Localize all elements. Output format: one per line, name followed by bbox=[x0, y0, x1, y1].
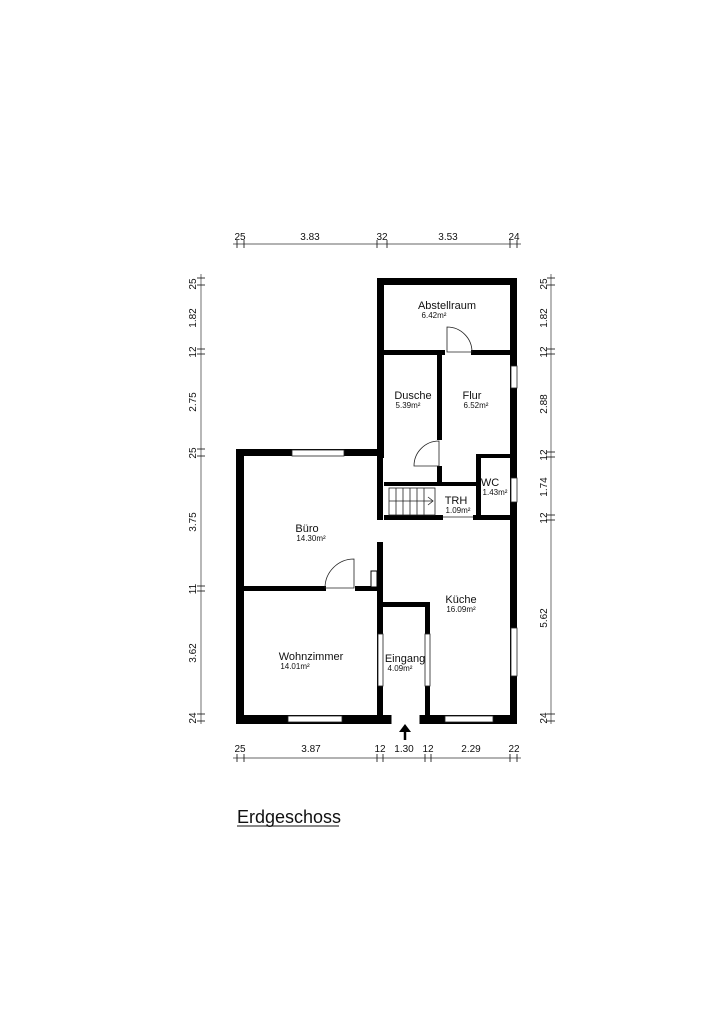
window-kueche-bottom bbox=[444, 715, 494, 723]
window-eingang-right bbox=[424, 633, 431, 687]
dim-top-3: 32 bbox=[376, 232, 388, 243]
dimension-line-left: 25 1.82 12 2.75 25 3.75 11 3.62 24 bbox=[188, 274, 205, 724]
dim-bottom-7: 22 bbox=[508, 744, 520, 755]
plan-title: Erdgeschoss bbox=[237, 807, 341, 827]
wall-outer-top bbox=[377, 278, 517, 285]
window-kueche-right bbox=[510, 627, 518, 677]
window-wohnzimmer bbox=[287, 715, 343, 723]
wall-eingang-top bbox=[383, 602, 430, 607]
room-kueche-name: Küche bbox=[445, 594, 476, 606]
dim-right-2: 1.82 bbox=[539, 308, 550, 328]
room-wohnzimmer-name: Wohnzimmer bbox=[279, 651, 344, 663]
dim-right-3: 12 bbox=[539, 346, 550, 358]
shaft bbox=[370, 570, 378, 588]
room-flur-name: Flur bbox=[463, 390, 482, 402]
room-wohnzimmer-area: 14.01m² bbox=[280, 662, 310, 671]
dim-right-1: 25 bbox=[539, 278, 550, 290]
dim-right-6: 1.74 bbox=[539, 477, 550, 497]
room-buero-area: 14.30m² bbox=[296, 534, 326, 543]
stairs bbox=[388, 487, 436, 516]
dim-bottom-6: 2.29 bbox=[461, 744, 481, 755]
wall-wc-left bbox=[476, 454, 481, 519]
dim-top-4: 3.53 bbox=[438, 232, 458, 243]
room-labels: Abstellraum 6.42m² Dusche 5.39m² Flur 6.… bbox=[279, 300, 508, 673]
dim-bottom-2: 3.87 bbox=[301, 744, 321, 755]
dim-right-7: 12 bbox=[539, 512, 550, 524]
dimension-line-bottom: 25 3.87 12 1.30 12 2.29 22 bbox=[233, 744, 521, 762]
door-dusche bbox=[413, 440, 440, 467]
room-wc-area: 1.43m² bbox=[483, 488, 508, 497]
room-flur-area: 6.52m² bbox=[464, 401, 489, 410]
wall-dusche-flur bbox=[437, 355, 442, 482]
room-buero-name: Büro bbox=[295, 523, 318, 535]
dim-left-1: 25 bbox=[188, 278, 199, 290]
dim-bottom-5: 12 bbox=[422, 744, 434, 755]
doors bbox=[324, 326, 473, 724]
dim-left-6: 3.75 bbox=[188, 512, 199, 532]
window-buero bbox=[291, 449, 345, 457]
dim-right-8: 5.62 bbox=[539, 608, 550, 628]
room-eingang-area: 4.09m² bbox=[388, 664, 413, 673]
room-trh-name: TRH bbox=[445, 495, 468, 507]
room-dusche-name: Dusche bbox=[394, 390, 431, 402]
dim-right-9: 24 bbox=[539, 712, 550, 724]
window-flur bbox=[510, 365, 518, 389]
wall-wc-top bbox=[476, 454, 510, 458]
dim-bottom-3: 12 bbox=[374, 744, 386, 755]
dim-bottom-1: 25 bbox=[234, 744, 246, 755]
dim-left-9: 24 bbox=[188, 712, 199, 724]
window-eingang-left bbox=[377, 633, 384, 687]
wall-outer-left bbox=[236, 449, 244, 724]
dim-left-4: 2.75 bbox=[188, 392, 199, 412]
dim-right-4: 2.88 bbox=[539, 394, 550, 414]
wall-center-vertical bbox=[377, 456, 383, 715]
dim-top-1: 25 bbox=[234, 232, 246, 243]
room-wc-name: WC bbox=[481, 477, 499, 489]
entrance-arrow-icon bbox=[399, 724, 411, 740]
room-dusche-area: 5.39m² bbox=[396, 401, 421, 410]
room-abstellraum-name: Abstellraum bbox=[418, 300, 476, 312]
dim-left-5: 25 bbox=[188, 447, 199, 459]
door-abstellraum bbox=[446, 326, 473, 353]
wall-buero-bottom bbox=[244, 586, 377, 591]
windows bbox=[287, 365, 518, 723]
wall-trh-top bbox=[384, 482, 479, 486]
dim-top-5: 24 bbox=[508, 232, 520, 243]
dim-top-2: 3.83 bbox=[300, 232, 320, 243]
dim-left-7: 11 bbox=[188, 583, 199, 594]
dimension-line-right: 25 1.82 12 2.88 12 1.74 12 5.62 24 bbox=[539, 274, 555, 724]
dim-left-2: 1.82 bbox=[188, 308, 199, 328]
wall-outer-upper-left bbox=[377, 278, 384, 458]
room-kueche-area: 16.09m² bbox=[446, 605, 476, 614]
dim-left-3: 12 bbox=[188, 346, 199, 358]
room-trh-area: 1.09m² bbox=[446, 506, 471, 515]
door-buero bbox=[324, 558, 355, 589]
window-wc bbox=[510, 477, 518, 503]
room-abstellraum-area: 6.42m² bbox=[422, 311, 447, 320]
dim-right-5: 12 bbox=[539, 449, 550, 461]
room-eingang-name: Eingang bbox=[385, 653, 425, 665]
dim-left-8: 3.62 bbox=[188, 643, 199, 663]
dimension-line-top: 25 3.83 32 3.53 24 bbox=[233, 232, 521, 248]
dim-bottom-4: 1.30 bbox=[394, 744, 414, 755]
